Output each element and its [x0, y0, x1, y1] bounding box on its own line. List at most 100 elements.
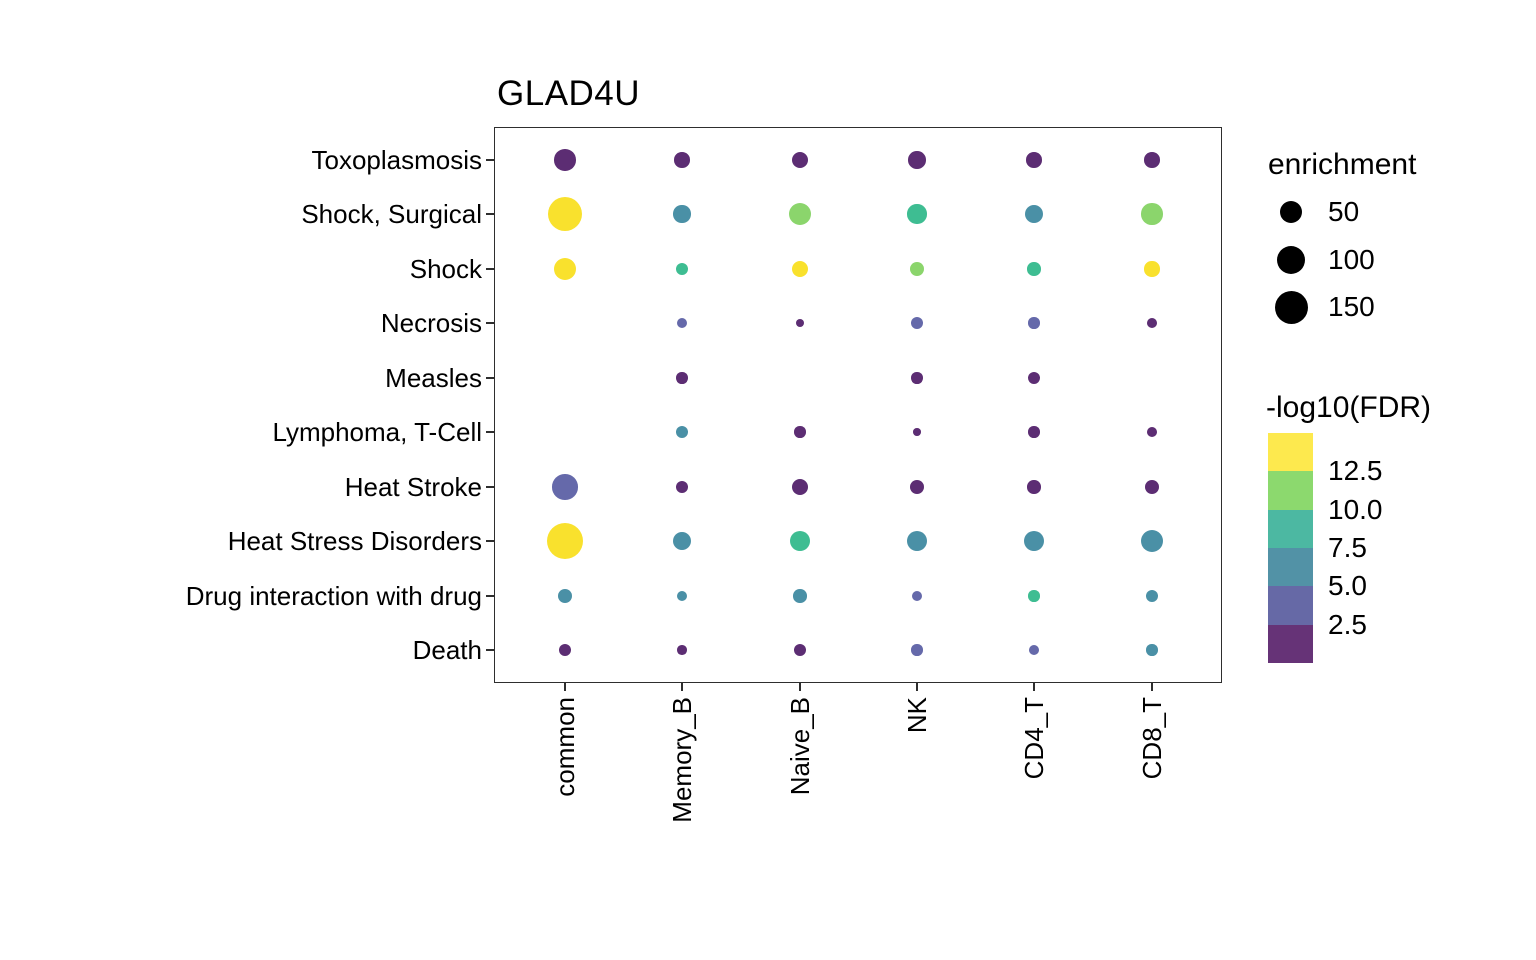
- fdr-colorbar-block: [1268, 433, 1313, 472]
- fdr-colorbar-block: [1268, 509, 1313, 549]
- data-point: [1027, 371, 1041, 385]
- data-point: [910, 316, 924, 330]
- data-point: [676, 317, 688, 329]
- x-axis-label: common: [550, 697, 580, 797]
- fdr-colorbar-block: [1268, 586, 1313, 625]
- data-point: [907, 204, 927, 224]
- y-axis-tick: [486, 431, 494, 433]
- data-point: [1144, 261, 1160, 277]
- data-point: [1028, 317, 1040, 329]
- y-axis-label: Death: [412, 635, 482, 665]
- y-axis-label: Necrosis: [380, 308, 482, 338]
- data-point: [911, 372, 923, 384]
- data-point: [675, 262, 689, 276]
- y-axis-tick: [486, 268, 494, 270]
- y-axis-tick: [486, 322, 494, 324]
- fdr-legend-value: 12.5: [1328, 455, 1383, 486]
- enrichment-legend-value: 150: [1328, 291, 1375, 322]
- y-axis-tick: [486, 540, 494, 542]
- data-point: [1147, 427, 1157, 437]
- data-point: [552, 474, 578, 500]
- y-axis-tick: [486, 486, 494, 488]
- data-point: [675, 425, 689, 439]
- chart-title: GLAD4U: [497, 74, 641, 113]
- y-axis-tick: [486, 595, 494, 597]
- data-point: [1028, 426, 1040, 438]
- fdr-colorbar-block: [1268, 471, 1313, 511]
- data-point: [1026, 152, 1042, 168]
- y-axis-label: Heat Stress Disorders: [227, 526, 482, 556]
- y-axis-tick: [486, 213, 494, 215]
- x-axis-tick: [1033, 683, 1035, 691]
- data-point: [673, 205, 691, 223]
- enrichment-legend-dot: [1274, 290, 1308, 324]
- x-axis-label: CD8_T: [1137, 697, 1167, 780]
- x-axis-label: Memory_B: [667, 697, 697, 823]
- y-axis-tick: [486, 377, 494, 379]
- fdr-colorbar-block: [1268, 547, 1313, 587]
- data-point: [1146, 644, 1158, 656]
- fdr-legend-value: 7.5: [1328, 532, 1367, 563]
- data-point: [677, 645, 687, 655]
- data-point: [794, 426, 806, 438]
- data-point: [676, 372, 688, 384]
- data-point: [1024, 531, 1044, 551]
- data-point: [791, 478, 809, 496]
- data-point: [911, 590, 923, 602]
- data-point: [908, 151, 926, 169]
- y-axis-tick: [486, 159, 494, 161]
- enrichment-legend-dot: [1280, 201, 1302, 223]
- x-axis-tick: [916, 683, 918, 691]
- x-axis-label: CD4_T: [1019, 697, 1049, 780]
- x-axis-tick: [1151, 683, 1153, 691]
- fdr-legend-value: 2.5: [1328, 609, 1367, 640]
- fdr-colorbar-block: [1268, 624, 1313, 664]
- data-point: [791, 151, 809, 169]
- data-point: [674, 152, 690, 168]
- data-point: [553, 257, 577, 281]
- y-axis-label: Measles: [385, 363, 482, 393]
- data-point: [789, 530, 811, 552]
- data-point: [1024, 204, 1044, 224]
- fdr-legend-value: 10.0: [1328, 494, 1383, 525]
- x-axis-tick: [681, 683, 683, 691]
- data-point: [558, 643, 572, 657]
- data-point: [788, 202, 812, 226]
- data-point: [795, 318, 805, 328]
- data-point: [911, 644, 923, 656]
- plot-panel: [494, 127, 1222, 683]
- data-point: [1140, 529, 1164, 553]
- data-point: [675, 480, 689, 494]
- data-point: [793, 589, 807, 603]
- y-axis-label: Toxoplasmosis: [311, 145, 482, 175]
- data-point: [793, 643, 807, 657]
- data-point: [1028, 590, 1040, 602]
- enrichment-legend-value: 100: [1328, 244, 1375, 275]
- y-axis-label: Lymphoma, T-Cell: [272, 417, 482, 447]
- data-point: [1141, 203, 1163, 225]
- enrichment-legend-value: 50: [1328, 196, 1360, 227]
- data-point: [1147, 318, 1157, 328]
- data-point: [1027, 480, 1041, 494]
- y-axis-label: Shock, Surgical: [301, 199, 482, 229]
- y-axis-label: Shock: [409, 254, 482, 284]
- fdr-legend-title: -log10(FDR): [1266, 391, 1432, 424]
- data-point: [1027, 262, 1041, 276]
- data-point: [557, 588, 573, 604]
- data-point: [676, 590, 688, 602]
- enrichment-legend-dot: [1277, 246, 1305, 274]
- data-point: [913, 428, 921, 436]
- data-point: [910, 262, 924, 276]
- data-point: [1144, 479, 1160, 495]
- fdr-legend-value: 5.0: [1328, 570, 1367, 601]
- data-point: [1145, 589, 1159, 603]
- data-point: [1144, 152, 1160, 168]
- y-axis-tick: [486, 649, 494, 651]
- enrichment-legend-title: enrichment: [1268, 148, 1417, 181]
- x-axis-tick: [799, 683, 801, 691]
- data-point: [546, 522, 584, 560]
- data-point: [672, 531, 692, 551]
- y-axis-label: Drug interaction with drug: [185, 581, 482, 611]
- data-point: [910, 480, 924, 494]
